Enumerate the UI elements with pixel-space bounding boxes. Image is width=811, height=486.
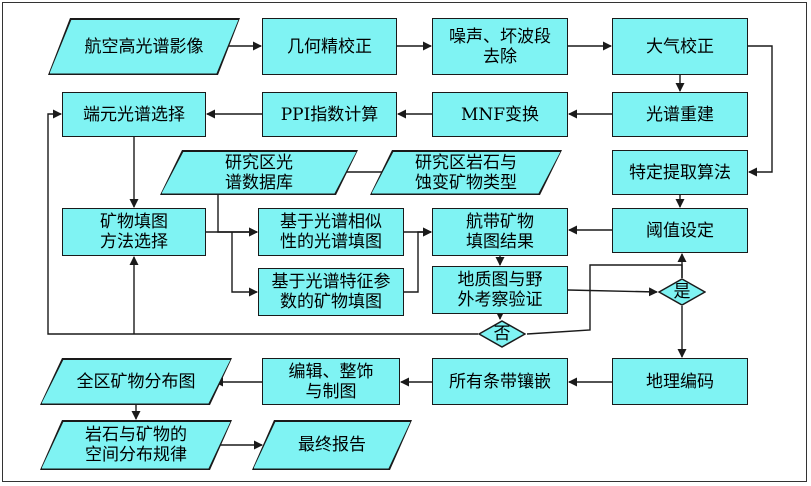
node-feature-mapping: 基于光谱特征参 数的矿物填图 xyxy=(258,268,404,316)
node-label: 是 xyxy=(673,282,691,302)
node-label: 地质图与野 外考察验证 xyxy=(457,270,543,310)
node-label: 岩石与矿物的 空间分布规律 xyxy=(85,425,187,465)
node-label: 研究区光 谱数据库 xyxy=(225,152,293,193)
node-strip-mosaic: 所有条带镶嵌 xyxy=(432,358,568,405)
node-spatial-distribution-law: 岩石与矿物的 空间分布规律 xyxy=(40,420,232,470)
node-label: 最终报告 xyxy=(298,435,366,455)
node-label: 编辑、整饰 与制图 xyxy=(288,361,374,402)
node-label: PPI指数计算 xyxy=(280,104,379,125)
node-mineral-distribution-map: 全区矿物分布图 xyxy=(40,358,232,405)
node-label: 大气校正 xyxy=(646,36,714,57)
node-strip-mapping-result: 航带矿物 填图结果 xyxy=(432,208,568,256)
node-label: 几何精校正 xyxy=(287,36,372,57)
node-spectral-reconstruction: 光谱重建 xyxy=(612,92,748,137)
node-label: 基于光谱相似 性的光谱填图 xyxy=(280,212,382,252)
node-label: 特定提取算法 xyxy=(629,162,731,183)
node-label: 否 xyxy=(493,324,511,344)
node-final-report: 最终报告 xyxy=(252,420,412,470)
node-label: 端元光谱选择 xyxy=(83,104,185,125)
node-field-verification: 地质图与野 外考察验证 xyxy=(432,266,568,314)
node-threshold-setting: 阈值设定 xyxy=(612,208,748,253)
node-aerial-hyperspectral-image: 航空高光谱影像 xyxy=(48,18,240,75)
node-label: 航带矿物 填图结果 xyxy=(466,212,534,252)
node-specific-extraction-algorithm: 特定提取算法 xyxy=(612,150,748,195)
edge-method-to-feature xyxy=(231,232,258,297)
node-ppi-calculation: PPI指数计算 xyxy=(262,92,397,137)
edge-no-to-endmember xyxy=(47,109,478,335)
node-label: 阈值设定 xyxy=(646,220,714,241)
node-label: 航空高光谱影像 xyxy=(84,36,204,57)
node-label: 矿物填图 方法选择 xyxy=(100,212,168,252)
node-geometric-correction: 几何精校正 xyxy=(262,18,397,75)
edge-feature-to-result xyxy=(404,227,432,293)
edge-database-to-similarity xyxy=(217,195,258,237)
node-label: MNF变换 xyxy=(460,104,540,125)
node-edit-cartography: 编辑、整饰 与制图 xyxy=(262,358,400,405)
node-spectral-database: 研究区光 谱数据库 xyxy=(160,150,358,195)
node-label: 地理编码 xyxy=(646,371,714,392)
node-decision-yes: 是 xyxy=(658,278,706,306)
node-decision-no: 否 xyxy=(478,320,526,348)
node-similarity-mapping: 基于光谱相似 性的光谱填图 xyxy=(258,208,404,256)
node-label: 基于光谱特征参 数的矿物填图 xyxy=(271,272,391,312)
node-label: 噪声、坏波段 去除 xyxy=(449,26,551,67)
edge-verification-to-yes xyxy=(567,287,658,297)
node-rock-alteration-types: 研究区岩石与 蚀变矿物类型 xyxy=(370,150,562,195)
node-noise-removal: 噪声、坏波段 去除 xyxy=(432,18,568,75)
node-label: 所有条带镶嵌 xyxy=(449,371,551,392)
node-label: 全区矿物分布图 xyxy=(76,371,196,392)
node-geocoding: 地理编码 xyxy=(612,358,748,405)
node-label: 光谱重建 xyxy=(646,104,714,125)
node-endmember-selection: 端元光谱选择 xyxy=(62,92,206,137)
edge-atmospheric-to-algorithm xyxy=(748,45,773,177)
node-mapping-method-selection: 矿物填图 方法选择 xyxy=(62,208,206,256)
node-label: 研究区岩石与 蚀变矿物类型 xyxy=(415,152,517,193)
node-mnf-transform: MNF变换 xyxy=(432,92,568,137)
node-atmospheric-correction: 大气校正 xyxy=(612,18,748,75)
